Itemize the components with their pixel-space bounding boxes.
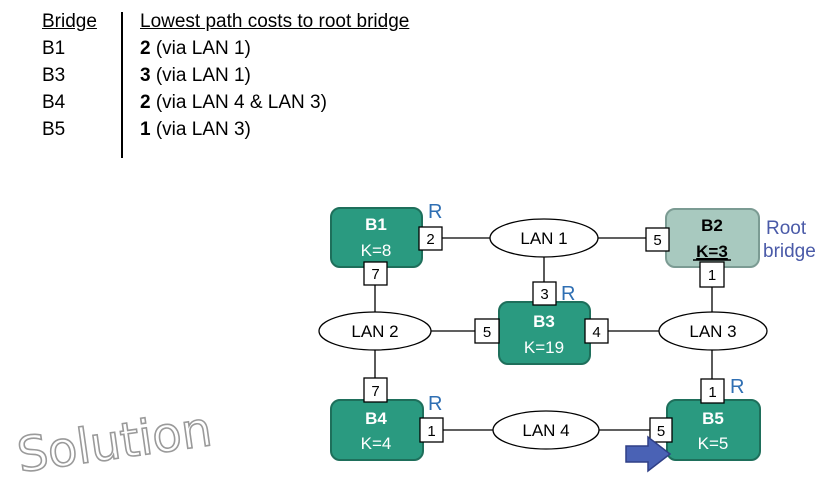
lan-2: LAN 2 bbox=[318, 311, 432, 351]
bridge-name: B1 bbox=[365, 215, 387, 234]
bridge-name: B2 bbox=[701, 216, 723, 235]
row-cost: 1 (via LAN 3) bbox=[140, 116, 251, 143]
port-b1-right: 2 bbox=[418, 226, 443, 251]
port-label: 5 bbox=[653, 232, 661, 249]
solution-watermark: Solution bbox=[14, 401, 215, 484]
port-b2-left: 5 bbox=[645, 227, 670, 252]
bridge-b5: B5 K=5 bbox=[666, 399, 761, 461]
header-bridge: Bridge bbox=[42, 11, 97, 32]
cost-value: 2 bbox=[140, 92, 151, 113]
root-port-marker-b1: R bbox=[428, 201, 442, 223]
bridge-b1: B1 K=8 bbox=[330, 207, 423, 268]
bridge-b2-root: B2 K=3 bbox=[665, 208, 760, 268]
lan-label: LAN 3 bbox=[689, 322, 736, 341]
port-b5-top: 1 bbox=[700, 378, 725, 404]
lan-label: LAN 1 bbox=[520, 229, 567, 248]
port-label: 5 bbox=[483, 324, 491, 341]
bridge-name: B5 bbox=[702, 409, 724, 428]
bridge-b4: B4 K=4 bbox=[330, 399, 424, 461]
bridge-key: K=19 bbox=[524, 338, 564, 357]
root-label-bridge: bridge bbox=[763, 241, 816, 262]
row-cost: 2 (via LAN 1) bbox=[140, 35, 251, 62]
port-b3-left: 5 bbox=[474, 318, 500, 344]
port-label: 1 bbox=[427, 423, 435, 440]
lan-4: LAN 4 bbox=[492, 410, 600, 450]
bridge-name: B4 bbox=[365, 409, 387, 428]
cost-value: 2 bbox=[140, 38, 151, 59]
port-b3-top: 3 bbox=[532, 281, 557, 306]
cost-via: (via LAN 1) bbox=[150, 38, 251, 59]
port-b2-bottom: 1 bbox=[699, 261, 725, 288]
row-bridge: B3 bbox=[42, 65, 66, 86]
cost-via: (via LAN 1) bbox=[150, 65, 251, 86]
port-label: 7 bbox=[371, 266, 379, 283]
port-label: 2 bbox=[426, 231, 434, 248]
root-port-marker-b5: R bbox=[730, 376, 744, 398]
lan-label: LAN 4 bbox=[522, 421, 569, 440]
cost-via: (via LAN 4 & LAN 3) bbox=[150, 92, 327, 113]
bridge-name: B3 bbox=[533, 312, 555, 331]
row-bridge: B5 bbox=[42, 119, 66, 140]
lan-3: LAN 3 bbox=[658, 311, 768, 351]
lan-label: LAN 2 bbox=[351, 322, 398, 341]
port-b1-bottom: 7 bbox=[363, 261, 388, 286]
header-cost: Lowest path costs to root bridge bbox=[140, 11, 410, 32]
bridge-key: K=8 bbox=[361, 241, 392, 260]
cost-value: 1 bbox=[140, 119, 151, 140]
port-label: 1 bbox=[708, 384, 716, 401]
lan-1: LAN 1 bbox=[489, 218, 599, 258]
port-label: 1 bbox=[708, 267, 716, 284]
port-b4-right: 1 bbox=[419, 417, 444, 443]
bridge-key: K=3 bbox=[696, 242, 728, 261]
bridge-b3: B3 K=19 bbox=[498, 301, 591, 365]
port-b4-top: 7 bbox=[363, 377, 388, 403]
arrow-icon bbox=[625, 435, 672, 473]
wires bbox=[374, 237, 713, 431]
root-port-marker-b4: R bbox=[428, 393, 442, 415]
row-bridge: B4 bbox=[42, 92, 66, 113]
bridge-key: K=4 bbox=[361, 434, 392, 453]
row-cost: 2 (via LAN 4 & LAN 3) bbox=[140, 89, 327, 116]
root-label: Root bbox=[766, 218, 807, 239]
port-b3-right: 4 bbox=[584, 318, 609, 344]
bridge-key: K=5 bbox=[698, 434, 729, 453]
port-label: 7 bbox=[371, 383, 379, 400]
port-b5-left: 5 bbox=[649, 417, 673, 443]
root-port-marker-b3: R bbox=[561, 283, 575, 305]
port-label: 3 bbox=[540, 286, 548, 303]
cost-value: 3 bbox=[140, 65, 151, 86]
row-cost: 3 (via LAN 1) bbox=[140, 62, 251, 89]
port-label: 4 bbox=[592, 324, 600, 341]
cost-via: (via LAN 3) bbox=[150, 119, 251, 140]
port-label: 5 bbox=[657, 423, 665, 440]
row-bridge: B1 bbox=[42, 38, 66, 59]
table-divider bbox=[121, 12, 123, 158]
